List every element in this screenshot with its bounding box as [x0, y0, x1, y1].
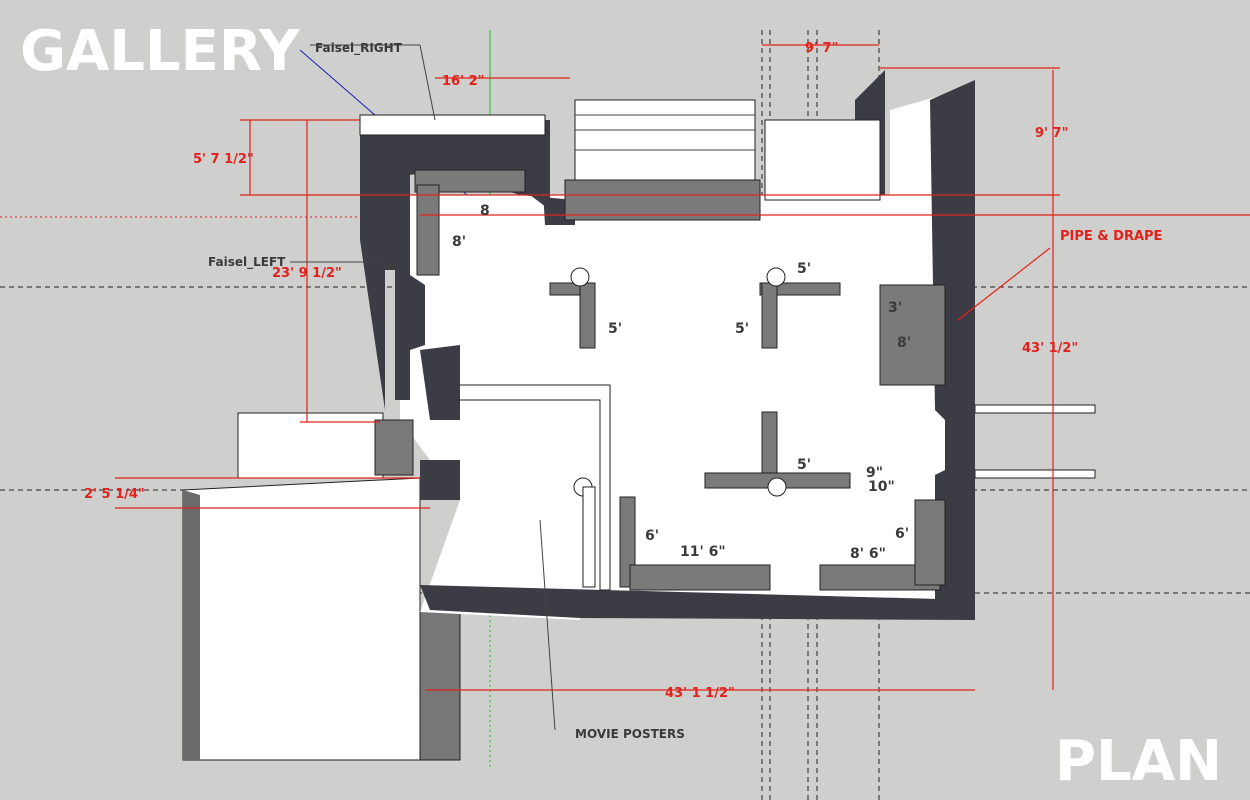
dim-left-panel: 8' — [452, 234, 466, 250]
top-display-cases — [359, 99, 881, 221]
dim-overall-width: 43' 1 1/2" — [665, 686, 735, 701]
dim-small-10: 10" — [868, 479, 895, 495]
dim-origin-small: 8 — [480, 203, 490, 219]
dim-panel-a: 5' — [608, 321, 622, 337]
dim-panel-d: 5' — [797, 457, 811, 473]
dim-left-height: 23' 9 1/2" — [272, 266, 342, 281]
dim-right-gap: 3' — [888, 300, 902, 316]
lower-left-annex — [182, 477, 421, 761]
dim-left-alcove: 5' 7 1/2" — [193, 152, 254, 167]
movie-posters-label: MOVIE POSTERS — [575, 727, 685, 741]
gallery-title: GALLERY — [20, 19, 301, 84]
dim-top-right-width: 9' 7" — [805, 41, 838, 56]
dim-top-width: 16' 2" — [442, 74, 484, 89]
dim-right-top-height: 9' 7" — [1035, 126, 1068, 141]
dim-bottom-width: 11' 6" — [680, 544, 726, 560]
dim-bottom-right-width: 8' 6" — [850, 546, 886, 562]
faisel-left-label: Faisel_LEFT — [208, 255, 286, 270]
pipe-and-drape-walls — [360, 70, 975, 620]
dim-right-panel: 8' — [897, 335, 911, 351]
dimension-lines — [115, 44, 1250, 691]
dim-bottom-left-6: 6' — [645, 528, 659, 544]
faisel-right-label: Faisel_RIGHT — [315, 41, 403, 56]
dim-panel-b: 5' — [735, 321, 749, 337]
dim-left-offset: 2' 5 1/4" — [84, 487, 145, 502]
dim-overall-height: 43' 1/2" — [1022, 341, 1078, 356]
dim-panel-c: 5' — [797, 261, 811, 277]
pipe-drape-label: PIPE & DRAPE — [1060, 229, 1162, 244]
display-panels — [374, 169, 946, 591]
dim-small-9: 9" — [866, 465, 883, 481]
left-annex — [237, 412, 384, 479]
plan-title: PLAN — [1055, 729, 1222, 794]
dim-bottom-right-6: 6' — [895, 526, 909, 542]
